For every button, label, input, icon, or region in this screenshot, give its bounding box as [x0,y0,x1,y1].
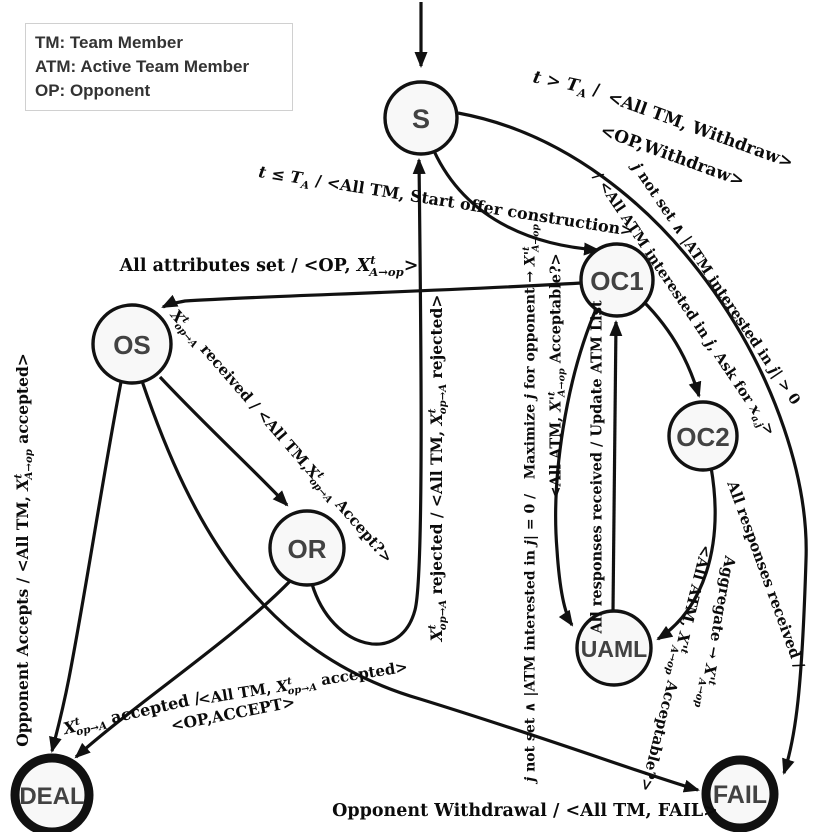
edge-os-to-deal [49,381,123,753]
edge-label-os-fail: Opponent Withdrawal / <All TM, FAIL> [332,800,718,821]
state-or-label: OR [288,534,327,564]
edge-oc2-to-uaml [656,466,717,641]
state-or [268,509,346,587]
state-s [383,80,459,156]
legend-box: TM: Team Member ATM: Active Team Member … [25,23,293,112]
state-os [91,303,173,385]
edges [49,2,808,793]
legend-line-tm: TM: Team Member [35,33,183,52]
state-s-label: S [412,104,430,134]
legend-line-atm: ATM: Active Team Member [35,57,250,77]
states: S OC1 OC2 UAML OS OR DEAL FAIL [10,80,779,832]
state-os-label: OS [113,330,151,360]
edge-s-to-fail [457,111,808,775]
edge-label-uaml-oc1: All responses received / Update ATM List [588,300,606,634]
edge-label-or-s: Xtop→A rejected / <All TM, Xtop→A reject… [426,294,449,642]
state-uaml-label: UAML [581,636,647,662]
state-fail [701,755,779,832]
state-oc2-label: OC2 [676,422,729,452]
state-deal [10,753,94,832]
edge-s-to-oc1 [432,150,600,256]
edge-oc1-to-uaml [554,306,599,627]
state-deal-label: DEAL [19,783,84,810]
legend-line-op: OP: Opponent [35,81,151,101]
state-uaml [575,609,653,687]
edge-os-to-fail [140,380,700,793]
state-oc1-label: OC1 [590,266,643,296]
edge-label-oc1-uaml-line1: j not set ∧ |ATM interested in j| = 0 / … [521,224,542,782]
edge-or-to-s [310,158,426,646]
edge-os-to-or [158,375,289,507]
edge-oc1-to-os [161,281,582,309]
edge-label-oc1-uaml-line2: <All ATM, X'tA→op Acceptable?> [546,253,568,499]
state-oc1 [579,242,655,318]
edge-label-oc1-os: All attributes set / <OP, XtA→op> [119,252,419,279]
edge-uaml-to-oc1 [609,320,623,612]
state-fail-label: FAIL [713,781,767,809]
edge-label-os-deal: Opponent Accepts / <All TM, XtA→op accep… [12,353,35,747]
state-oc2 [667,400,739,472]
edge-oc1-to-oc2 [641,299,702,398]
edge-or-to-deal [74,576,295,759]
